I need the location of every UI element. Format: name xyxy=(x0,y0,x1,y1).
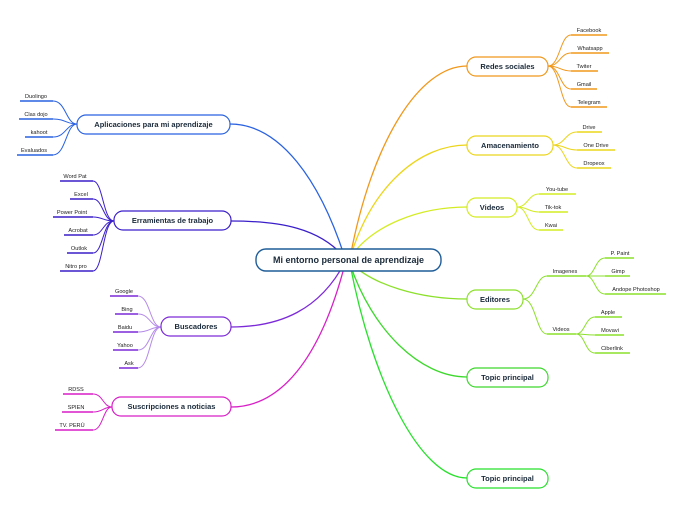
leaf-whatsapp[interactable]: Whatsapp xyxy=(577,46,602,52)
node-redes[interactable]: Redes sociales xyxy=(466,56,549,77)
connector-videos xyxy=(349,206,468,259)
leaf-gmail[interactable]: Gmail xyxy=(577,82,592,88)
leaf-youtube[interactable]: You-tube xyxy=(546,187,568,193)
node-suscripciones[interactable]: Suscripciones a noticias xyxy=(111,396,232,417)
connector-almacenamiento xyxy=(349,144,468,259)
leaf-dropeox[interactable]: Dropeox xyxy=(583,161,604,167)
leaf-acrobat[interactable]: Acrobat xyxy=(68,228,88,234)
connector-redes xyxy=(349,65,468,259)
leaf-underlines-redes xyxy=(571,34,609,108)
leaf-connectors-buscadores xyxy=(137,295,162,369)
central-topic-label: Mi entorno personal de aprendizaje xyxy=(273,255,424,265)
leaf-underlines-videos xyxy=(539,193,576,231)
leaf-apple[interactable]: Apple xyxy=(601,310,615,316)
leaf-excel[interactable]: Excel xyxy=(74,192,88,198)
leaf-connectors-herramientas xyxy=(92,180,115,272)
leaves-buscadores: Google Bing Baidu Yahoo Ask xyxy=(115,289,134,367)
main-connectors xyxy=(229,65,468,479)
connector-buscadores xyxy=(230,261,346,328)
leaf-facebook[interactable]: Facebook xyxy=(577,28,602,34)
leaf-bing[interactable]: Bing xyxy=(121,307,132,313)
leaves-herramientas: Word Pat Excel Power Point Acrobat Outlo… xyxy=(57,174,88,270)
leaf-connectors-redes xyxy=(547,34,572,108)
leaf-google[interactable]: Google xyxy=(115,289,133,295)
connector-topic2 xyxy=(349,263,468,479)
leaf-andope-photoshop[interactable]: Andope Photoshop xyxy=(612,287,660,293)
leaves-suscripciones: RDSS SPIEN TV. PERÚ xyxy=(59,387,84,429)
leaf-outlok[interactable]: Outlok xyxy=(71,246,87,252)
leaf-spien[interactable]: SPIEN xyxy=(68,405,85,411)
connector-topic1 xyxy=(349,263,468,378)
node-topic1-label: Topic principal xyxy=(481,373,534,382)
leaf-connectors-almacenamiento xyxy=(552,131,578,169)
leaf-tiktok[interactable]: Tik-tok xyxy=(545,205,562,211)
leaf-telegram[interactable]: Telegram xyxy=(577,100,600,106)
leaves-redes: Facebook Whatsapp Twiter Gmail Telegram xyxy=(577,28,603,106)
node-buscadores-label: Buscadores xyxy=(175,322,218,331)
leaf-gimp[interactable]: Gimp xyxy=(611,269,624,275)
node-editores-label: Editores xyxy=(480,295,510,304)
leaf-rdss[interactable]: RDSS xyxy=(68,387,84,393)
node-almacenamiento[interactable]: Amacenamiento xyxy=(466,135,554,156)
leaf-movavi[interactable]: Movavi xyxy=(601,328,619,334)
subtopic-videos[interactable]: Videos xyxy=(552,327,569,333)
central-topic[interactable]: Mi entorno personal de aprendizaje xyxy=(255,248,442,272)
leaf-kahoot[interactable]: kahoot xyxy=(31,130,48,136)
leaf-tv-peru[interactable]: TV. PERÚ xyxy=(59,422,84,429)
node-redes-label: Redes sociales xyxy=(480,62,534,71)
leaf-ask[interactable]: Ask xyxy=(124,361,134,367)
leaves-aplicaciones: Duolingo Clas dojo kahoot Evaluados xyxy=(21,94,48,154)
node-topic2-label: Topic principal xyxy=(481,474,534,483)
leaf-underlines-almacenamiento xyxy=(577,131,615,169)
node-herramientas-label: Erramientas de trabajo xyxy=(132,216,214,225)
leaf-duolingo[interactable]: Duolingo xyxy=(25,94,47,100)
node-herramientas[interactable]: Erramientas de trabajo xyxy=(113,210,232,231)
leaf-underlines-editores xyxy=(547,257,666,354)
leaf-p-paint[interactable]: P. Paint xyxy=(611,251,630,257)
leaf-ciberlink[interactable]: Ciberlink xyxy=(601,346,623,352)
subtopic-imagenes[interactable]: Imagenes xyxy=(553,269,578,275)
leaf-baidu[interactable]: Baidu xyxy=(118,325,132,331)
leaf-yahoo[interactable]: Yahoo xyxy=(117,343,133,349)
node-aplicaciones[interactable]: Aplicaciones para mi aprendizaje xyxy=(76,114,231,135)
leaves-videos: You-tube Tik-tok Kwai xyxy=(545,187,568,229)
leaf-twiter[interactable]: Twiter xyxy=(577,64,592,70)
leaves-editores: Imagenes Videos P. Paint Gimp Andope Pho… xyxy=(552,251,659,352)
leaf-underlines-aplicaciones xyxy=(17,100,53,156)
leaf-connectors-videos xyxy=(516,193,540,231)
leaf-connectors-editores xyxy=(522,257,606,354)
node-almacenamiento-label: Amacenamiento xyxy=(481,141,539,150)
node-aplicaciones-label: Aplicaciones para mi aprendizaje xyxy=(94,120,212,129)
leaf-kwai[interactable]: Kwai xyxy=(545,223,557,229)
leaf-connectors-aplicaciones xyxy=(52,100,78,156)
node-videos[interactable]: Videos xyxy=(466,197,518,218)
leaf-connectors-suscripciones xyxy=(92,393,113,431)
leaf-nitro-pro[interactable]: Nitro pro xyxy=(65,264,86,270)
connector-suscripciones xyxy=(230,263,346,408)
node-topic2[interactable]: Topic principal xyxy=(466,468,549,489)
leaf-evaluados[interactable]: Evaluados xyxy=(21,148,47,154)
connector-aplicaciones xyxy=(229,123,346,259)
leaves-almacenamiento: Drive One Drive Dropeox xyxy=(582,125,608,167)
leaf-clas-dojo[interactable]: Clas dojo xyxy=(24,112,47,118)
leaf-one-drive[interactable]: One Drive xyxy=(583,143,608,149)
leaf-drive[interactable]: Drive xyxy=(582,125,595,131)
leaf-underlines-buscadores xyxy=(110,295,138,369)
leaf-underlines-suscripciones xyxy=(55,393,93,431)
node-topic1[interactable]: Topic principal xyxy=(466,367,549,388)
leaf-power-point[interactable]: Power Point xyxy=(57,210,88,216)
leaf-underlines-herramientas xyxy=(53,180,93,272)
node-suscripciones-label: Suscripciones a noticias xyxy=(128,402,216,411)
leaf-word-pat[interactable]: Word Pat xyxy=(63,174,87,180)
node-editores[interactable]: Editores xyxy=(466,289,524,310)
node-videos-label: Videos xyxy=(480,203,504,212)
node-buscadores[interactable]: Buscadores xyxy=(160,316,232,337)
